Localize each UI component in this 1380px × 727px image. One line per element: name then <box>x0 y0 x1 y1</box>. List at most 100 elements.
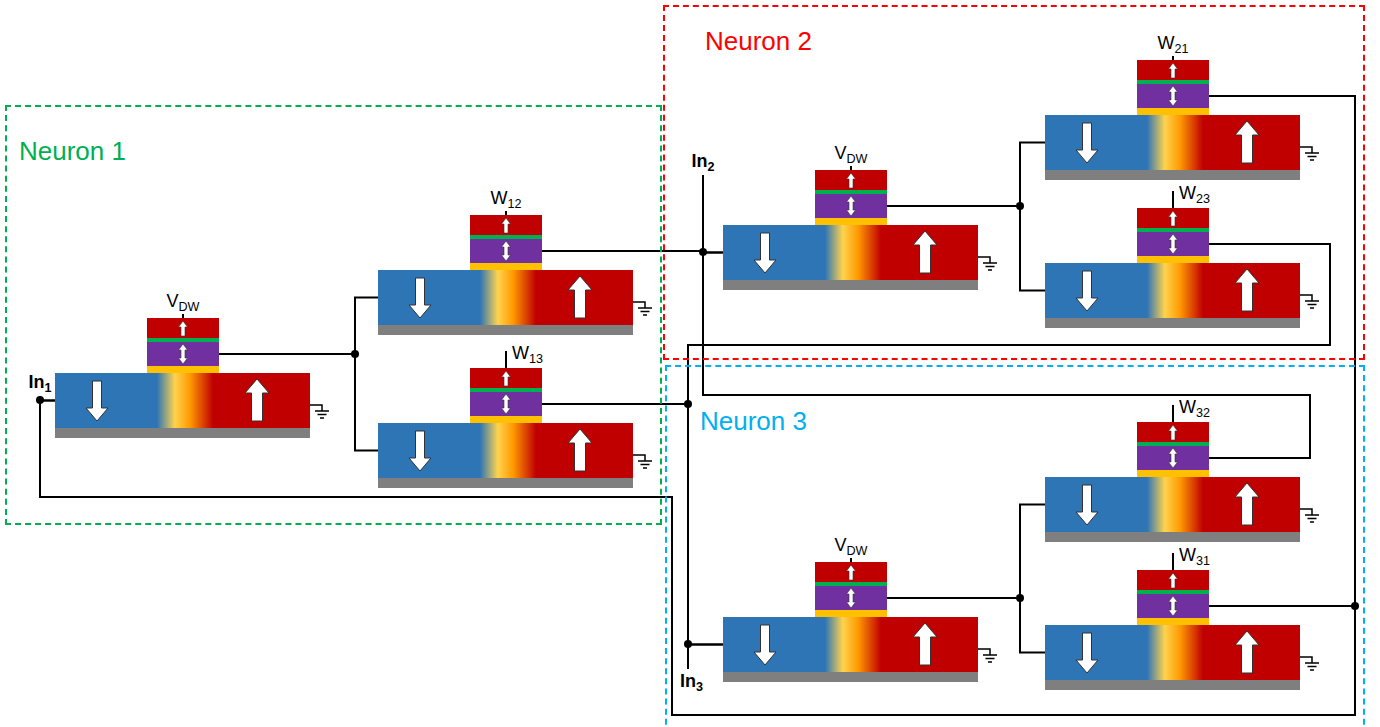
label-main: W <box>490 188 507 208</box>
substrate <box>1045 170 1300 180</box>
domain-wall-device: W13 <box>378 343 655 488</box>
substrate <box>55 428 310 438</box>
wire <box>219 298 378 355</box>
ground-symbol <box>1300 657 1319 670</box>
magnetization-arrow <box>568 276 592 318</box>
magnetization-arrow <box>1169 211 1178 226</box>
terminal-wire <box>1172 56 1174 60</box>
terminal-wire <box>505 351 507 368</box>
input-leads <box>40 175 703 669</box>
device-drawing <box>1045 545 1322 690</box>
label-subscript: DW <box>847 152 868 166</box>
magnetization-arrow <box>179 321 188 336</box>
tunnel-barrier <box>1137 228 1209 232</box>
magnetization-arrow <box>1235 121 1259 163</box>
wire <box>887 143 1045 207</box>
magnetization-arrow <box>1076 633 1098 673</box>
device-drawing <box>1045 183 1322 328</box>
spacer-layer <box>470 263 542 270</box>
ground-symbol <box>1300 509 1319 522</box>
magnetization-arrow <box>409 431 431 471</box>
magnetization-arrow <box>847 565 856 580</box>
label-main: W <box>1157 33 1174 53</box>
free-layer-strip <box>1045 477 1300 532</box>
label-subscript: 1 <box>44 381 51 395</box>
free-layer-strip <box>378 423 633 478</box>
fixed-layer <box>470 215 542 235</box>
magnetization-arrow <box>1235 269 1259 311</box>
neuron-region: Neuron 1 VDW W12W13 <box>5 105 662 525</box>
spacer-layer <box>147 366 219 373</box>
device-label: W31 <box>1179 546 1210 564</box>
fixed-layer <box>815 562 887 582</box>
magnetization-arrow <box>179 344 188 364</box>
free-layer-strip <box>1045 625 1300 680</box>
input-lead <box>702 175 704 252</box>
label-subscript: 12 <box>507 197 521 211</box>
label-subscript: 3 <box>696 680 703 694</box>
device-drawing <box>1045 397 1322 542</box>
free-layer <box>815 586 887 610</box>
ground-symbol <box>633 302 652 315</box>
device-drawing <box>723 537 1000 682</box>
free-layer <box>470 392 542 416</box>
fixed-layer <box>1137 60 1209 80</box>
fixed-layer <box>1137 570 1209 590</box>
neuron-title: Neuron 3 <box>700 407 807 436</box>
label-main: In <box>28 372 44 392</box>
magnetization-arrow <box>1235 483 1259 525</box>
magnetization-arrow <box>1169 234 1178 254</box>
spacer-layer <box>1137 108 1209 115</box>
magnetization-arrow <box>1169 63 1178 78</box>
magnetization-arrow <box>502 241 511 261</box>
device-drawing <box>378 343 655 488</box>
device-label: VDW <box>835 144 868 162</box>
substrate <box>378 325 633 335</box>
magnetization-arrow <box>1169 596 1178 616</box>
label-main: In <box>691 151 707 171</box>
spacer-layer <box>815 610 887 617</box>
spacer-layer <box>815 218 887 225</box>
free-layer-strip <box>723 617 978 672</box>
ground-symbol <box>633 455 652 468</box>
substrate <box>1045 680 1300 690</box>
neuron-title: Neuron 1 <box>19 137 126 166</box>
wire <box>887 505 1045 599</box>
label-main: W <box>1179 183 1196 203</box>
magnetization-arrow <box>913 231 937 273</box>
magnetization-arrow <box>1076 485 1098 525</box>
tunnel-barrier <box>1137 590 1209 594</box>
input-label: In2 <box>691 152 714 170</box>
magnetization-arrow <box>86 381 108 421</box>
free-layer-strip <box>1045 263 1300 318</box>
neuron-title: Neuron 2 <box>705 27 812 56</box>
label-subscript: 21 <box>1174 42 1188 56</box>
free-layer <box>147 342 219 366</box>
terminal-wire <box>1172 405 1174 422</box>
tunnel-barrier <box>1137 442 1209 446</box>
label-subscript: 2 <box>707 160 714 174</box>
device-drawing <box>1045 35 1322 180</box>
wire <box>40 96 1355 715</box>
magnetization-arrow <box>1169 573 1178 588</box>
ground-symbol <box>1300 295 1319 308</box>
ground-symbol <box>978 257 997 270</box>
neuron-region: Neuron 3VDWW32W31 <box>665 365 1365 727</box>
free-layer-strip <box>723 225 978 280</box>
substrate <box>1045 318 1300 328</box>
terminal-wire <box>182 314 184 318</box>
domain-wall-device: VDW <box>723 145 1000 290</box>
ground-symbol <box>978 649 997 662</box>
magnetization-arrow <box>568 429 592 471</box>
label-main: V <box>167 291 179 311</box>
device-label: W23 <box>1179 184 1210 202</box>
neuron-region: Neuron 2VDWW21W23 <box>663 5 1365 360</box>
fixed-layer <box>815 170 887 190</box>
magnetization-arrow <box>502 218 511 233</box>
tunnel-barrier <box>470 388 542 392</box>
tunnel-barrier <box>147 338 219 342</box>
spacer-layer <box>1137 470 1209 477</box>
spacer-layer <box>1137 618 1209 625</box>
label-subscript: DW <box>179 300 200 314</box>
